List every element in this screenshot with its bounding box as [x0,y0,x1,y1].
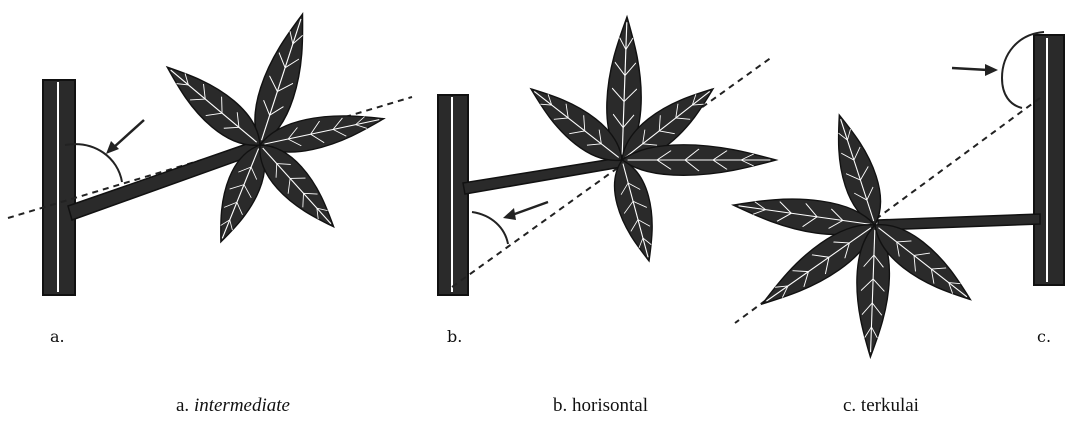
angle-arrow-b [512,202,548,215]
stem-c [1034,35,1064,285]
angle-arc-b [472,212,508,244]
leaf-blade-c [731,110,980,357]
caption-c: c. terkulai [843,395,919,417]
panel-c-drawing [731,32,1064,357]
panel-b-letter: b. [447,327,462,346]
caption-c-term: c. terkulai [843,395,919,416]
panel-a-drawing [8,9,412,295]
caption-a-prefix: a. [176,395,194,416]
angle-arrow-a [113,120,144,148]
petiole-b [463,157,627,194]
panel-b-drawing [438,16,776,295]
panel-a-letter: a. [50,327,65,346]
leaf-blade-b [521,16,776,265]
angle-arrow-b-head [503,208,516,220]
angle-arrow-c-head [985,64,998,76]
leaf-blade-a [156,9,387,248]
caption-a: a. intermediate [176,395,290,417]
panel-c-letter: c. [1037,327,1051,346]
petiole-c [878,214,1040,230]
caption-b: b. horisontal [553,395,648,417]
caption-b-term: b. horisontal [553,395,648,416]
angle-arrow-c [952,68,988,70]
caption-a-term: intermediate [194,395,290,416]
